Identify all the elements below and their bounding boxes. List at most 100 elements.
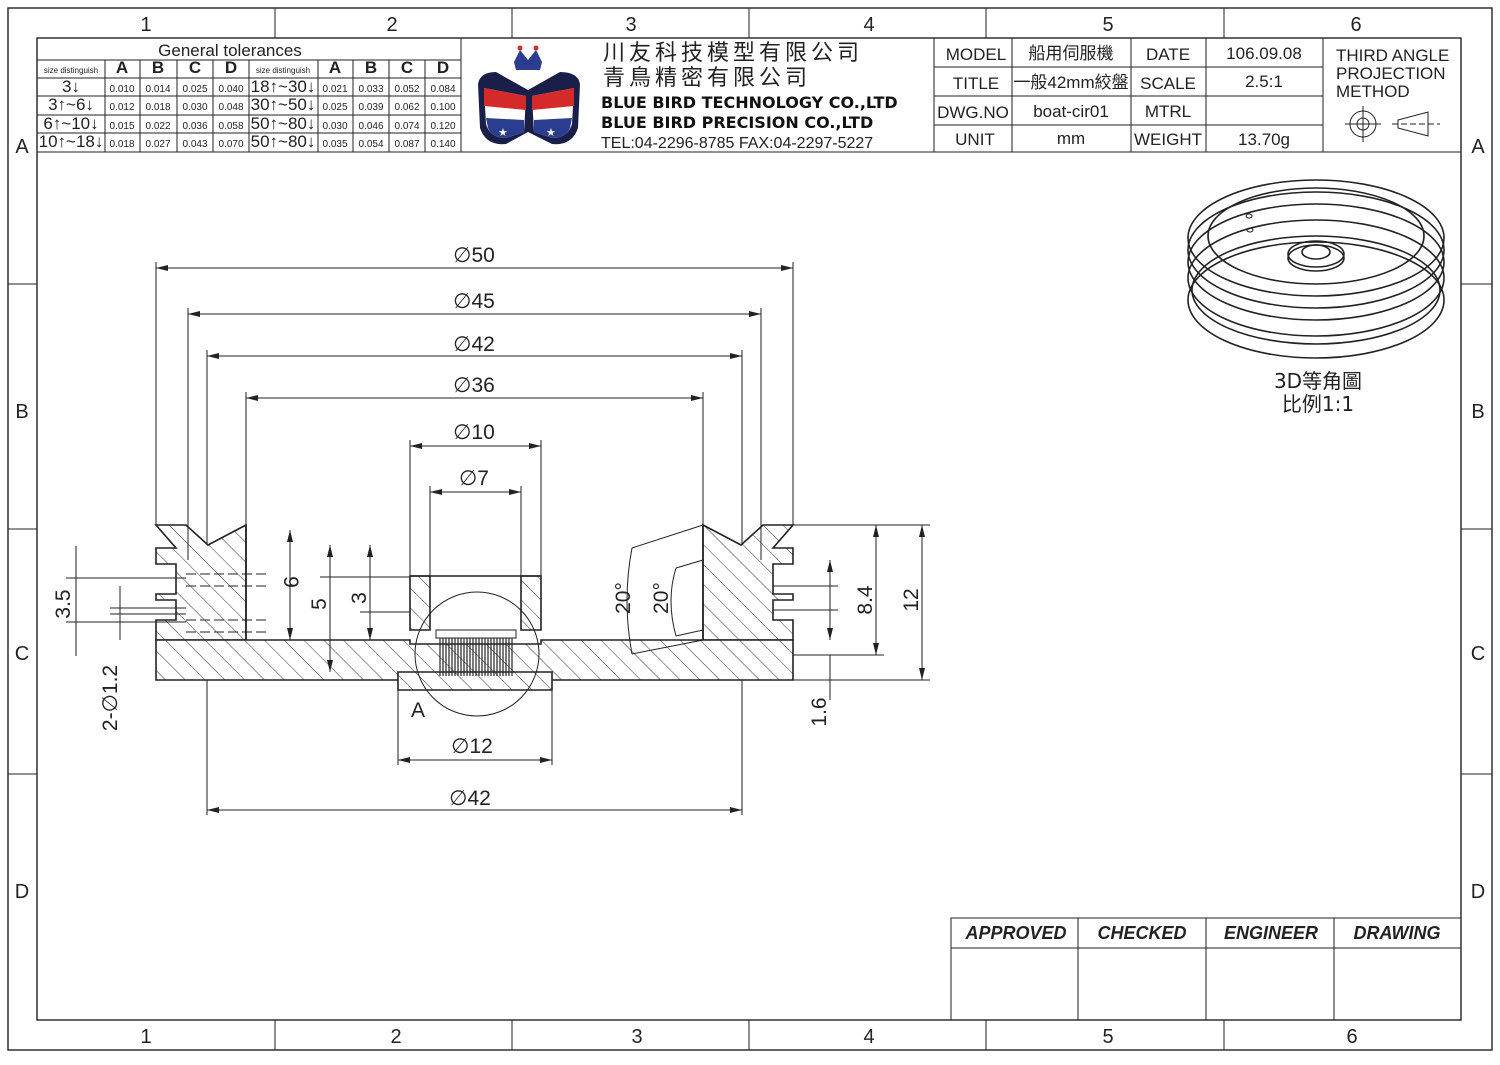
tolerance-cell: 50↑~80↓ (251, 114, 316, 133)
tolerance-cell: 0.058 (218, 121, 243, 132)
tolerance-cell: 0.010 (109, 84, 134, 95)
scale-value: 2.5:1 (1245, 72, 1283, 91)
tolerance-cell: 0.054 (358, 139, 383, 150)
zone-col-2-bottom: 2 (390, 1026, 401, 1048)
tolerance-cell: 0.030 (322, 121, 347, 132)
date-value: 106.09.08 (1226, 44, 1302, 63)
company-name-cn-1: 川友科技模型有限公司 (603, 41, 863, 66)
zone-labels: 1 2 3 4 5 6 1 2 3 4 5 6 A B C D A B C D (15, 14, 1486, 1048)
zone-col-5-bottom: 5 (1102, 1026, 1113, 1048)
third-angle-projection-icon (1345, 106, 1440, 142)
zone-col-1-bottom: 1 (140, 1026, 151, 1048)
dim-d42-bottom-value: 42 (467, 787, 490, 810)
tolerance-cell: 0.027 (145, 139, 170, 150)
tolerance-cell: 0.012 (109, 102, 134, 113)
zone-col-6-bottom: 6 (1346, 1026, 1357, 1048)
tolerance-cell: 0.052 (394, 84, 419, 95)
isometric-view: 3D等角圖 比例1:1 (1187, 179, 1445, 416)
dia-symbol: ∅ (453, 244, 471, 267)
signoff-drawing: DRAWING (1354, 923, 1441, 943)
tolerance-header: A (329, 58, 341, 77)
tolerance-cell: 10↑~18↓ (39, 132, 104, 151)
dim-h3-5: 3.5 (52, 589, 75, 618)
dia-symbol: ∅ (453, 333, 471, 356)
dia-symbol: ∅ (459, 467, 477, 490)
dim-d42-top-value: 42 (471, 333, 494, 356)
company-contact: TEL:04-2296-8785 FAX:04-2297-5227 (601, 135, 873, 152)
zone-row-b-left: B (15, 401, 28, 423)
dim-angle-1: 20° (612, 582, 635, 614)
zone-col-4-bottom: 4 (863, 1026, 874, 1048)
zone-row-a-right: A (1471, 136, 1485, 158)
dim-d42-bottom: ∅42 (449, 787, 491, 810)
tolerance-header: B (365, 58, 377, 77)
weight-label: WEIGHT (1134, 130, 1202, 149)
dim-d50-value: 50 (471, 244, 494, 267)
tolerance-cell: 0.021 (322, 84, 347, 95)
dim-holes-count: 2- (99, 712, 122, 731)
tolerance-cell: 0.022 (145, 121, 170, 132)
tolerance-cell: 0.140 (430, 139, 455, 150)
zone-col-4-top: 4 (863, 14, 874, 36)
scale-label: SCALE (1140, 74, 1196, 93)
tolerance-header: size distinguish (256, 66, 310, 75)
date-label: DATE (1146, 45, 1190, 64)
projection-line-1: THIRD ANGLE (1336, 46, 1449, 65)
tolerance-cell: 18↑~30↓ (251, 77, 316, 96)
dim-h12: 12 (900, 588, 923, 611)
unit-label: UNIT (955, 130, 995, 149)
tolerance-cell: 0.120 (430, 121, 455, 132)
dim-angle-2: 20° (650, 582, 673, 614)
tolerance-header: size distinguish (44, 66, 98, 75)
signoff-engineer: ENGINEER (1224, 923, 1318, 943)
dim-d10-value: 10 (471, 421, 494, 444)
dimensions: ∅50 ∅45 ∅42 ∅36 ∅10 ∅7 ∅12 ∅42 9 5 3 3.5… (52, 244, 930, 815)
dim-d45: ∅45 (453, 290, 495, 313)
zone-row-b-right: B (1471, 401, 1484, 423)
dwg-no-label: DWG.NO (937, 103, 1009, 122)
tolerance-cell: 0.030 (182, 102, 207, 113)
tolerance-header: B (152, 58, 164, 77)
tolerance-cell: 0.046 (358, 121, 383, 132)
tolerance-cell: 6↑~10↓ (43, 114, 98, 133)
tolerance-cell: 0.025 (182, 84, 207, 95)
tolerance-cell: 3↓ (62, 77, 80, 96)
detail-label: A (411, 699, 425, 722)
dim-d12-value: 12 (469, 735, 492, 758)
tolerance-cell: 0.035 (322, 139, 347, 150)
zone-row-c-right: C (1471, 643, 1485, 665)
tolerance-cell: 0.074 (394, 121, 419, 132)
zone-row-a-left: A (15, 136, 29, 158)
dwg-no-value: boat-cir01 (1033, 102, 1109, 121)
tolerance-cell: 0.048 (218, 102, 243, 113)
dim-h9: 9 (279, 576, 302, 588)
section-view: A (154, 523, 795, 722)
zone-col-5-top: 5 (1102, 14, 1113, 36)
weight-value: 13.70g (1238, 130, 1290, 149)
dia-symbol: ∅ (453, 421, 471, 444)
tolerance-cell: 0.015 (109, 121, 134, 132)
title-label: TITLE (953, 74, 999, 93)
tolerance-cell: 0.070 (218, 139, 243, 150)
svg-text:★: ★ (546, 126, 556, 139)
title-block: MODEL 船用伺服機 DATE 106.09.08 TITLE 一般42mm絞… (933, 38, 1449, 152)
dia-symbol: ∅ (449, 787, 467, 810)
tolerance-header: A (116, 58, 128, 77)
zone-col-2-top: 2 (386, 14, 397, 36)
tolerance-cell: 3↑~6↓ (48, 95, 94, 114)
tolerance-cell: 0.018 (145, 102, 170, 113)
dim-h1-6: 1.6 (808, 697, 831, 726)
tolerance-cell: 0.040 (218, 84, 243, 95)
tolerance-title: General tolerances (158, 41, 302, 60)
tolerance-cell: 0.062 (394, 102, 419, 113)
model-value: 船用伺服機 (1029, 44, 1114, 63)
tolerance-cell: 0.043 (182, 139, 207, 150)
mtrl-label: MTRL (1145, 102, 1191, 121)
title-value: 一般42mm絞盤 (1013, 73, 1128, 92)
dim-d10: ∅10 (453, 421, 495, 444)
dim-holes-dia: 1.2 (99, 665, 122, 694)
tolerance-table: General tolerances (37, 38, 462, 152)
company-logo: ★ ★ (478, 45, 580, 145)
tolerance-header: C (401, 58, 413, 77)
